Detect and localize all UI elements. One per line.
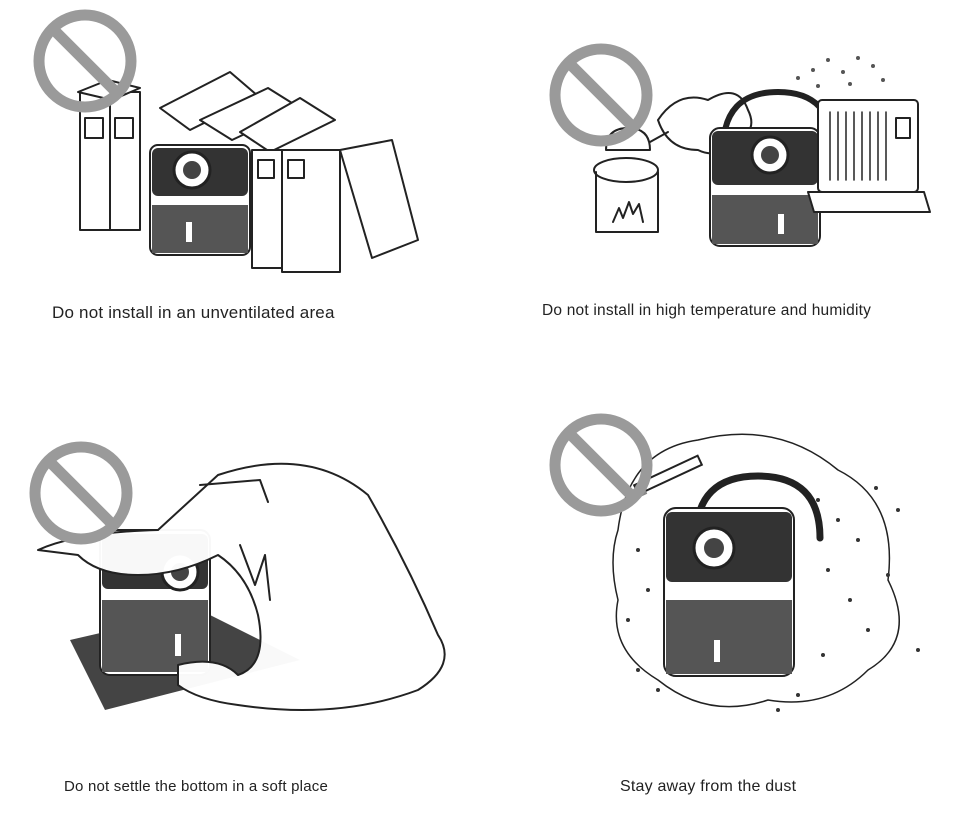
warning-caption: Do not settle the bottom in a soft place — [64, 778, 328, 795]
warning-caption: Do not install in high temperature and h… — [542, 302, 872, 319]
prohibited-icon — [549, 43, 653, 147]
warning-unventilated: Do not install in an unventilated area — [0, 0, 470, 360]
warning-caption: Stay away from the dust — [620, 778, 797, 795]
warning-dust: Stay away from the dust — [478, 400, 956, 820]
warning-soft-place: Do not settle the bottom in a soft place — [0, 400, 470, 820]
projector-near-heat-illustration — [593, 56, 931, 247]
prohibited-icon — [29, 441, 133, 545]
projector-between-books-illustration — [77, 71, 419, 273]
projector-covered-illustration — [37, 462, 446, 711]
warning-high-temperature: Do not install in high temperature and h… — [478, 0, 956, 360]
projector-in-dust-illustration — [612, 433, 920, 712]
warning-caption: Do not install in an unventilated area — [52, 303, 335, 322]
prohibited-icon — [549, 413, 653, 517]
prohibited-icon — [33, 9, 137, 113]
